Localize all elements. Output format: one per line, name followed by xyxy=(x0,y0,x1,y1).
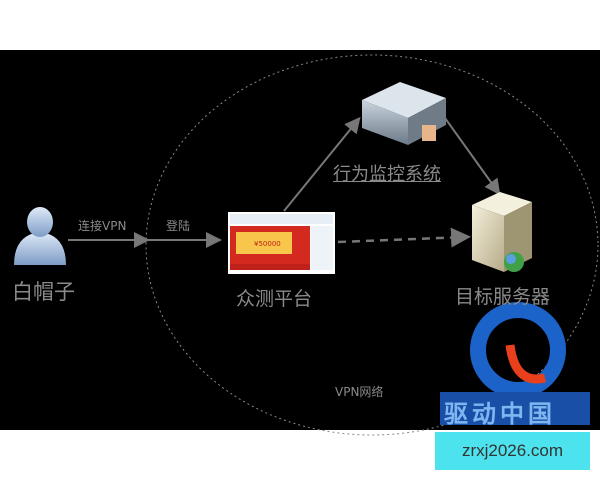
platform-screenshot: ¥50000 xyxy=(228,212,335,274)
logo-text: 驱动中国 xyxy=(444,400,556,428)
vpn-network-boundary xyxy=(145,54,599,436)
login-label: 登陆 xyxy=(166,219,191,233)
watermark: zrxj2026.com xyxy=(435,432,590,470)
edge-platform-monitor xyxy=(283,116,361,212)
target-label: 目标服务器 xyxy=(455,286,551,308)
user-label: 白帽子 xyxy=(12,280,75,304)
edge-platform-target xyxy=(337,227,471,248)
platform-label: 众测平台 xyxy=(236,288,313,310)
vpn-network-label: VPN网络 xyxy=(335,385,384,399)
monitor-label: 行为监控系统 xyxy=(333,164,441,185)
server-globe-icon xyxy=(472,192,532,272)
connect-vpn-label: 连接VPN xyxy=(78,219,127,233)
edge-monitor-target xyxy=(444,117,501,196)
logo xyxy=(440,302,590,425)
banner-text: ¥50000 xyxy=(254,240,281,248)
user-icon xyxy=(14,207,66,265)
rack-server-icon xyxy=(362,82,446,145)
